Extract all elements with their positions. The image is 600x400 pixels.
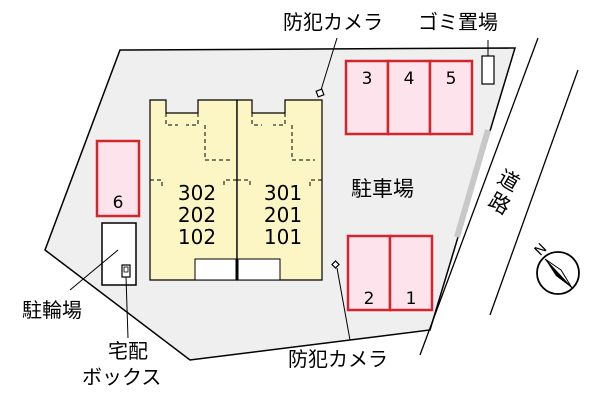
security-camera-bottom-icon — [331, 260, 340, 269]
camera-bottom-label: 防犯カメラ — [288, 347, 388, 371]
parking-number-5: 5 — [446, 69, 457, 89]
road-line-outer — [489, 69, 579, 316]
camera-bottom-leader-line — [336, 267, 351, 341]
road-line-inner — [419, 37, 539, 356]
unit-number-302: 302 — [178, 181, 216, 205]
bicycle-leader-line — [69, 249, 119, 291]
delivery-box-door — [123, 266, 129, 273]
camera-top-leader-line — [320, 37, 338, 91]
parking-number-6: 6 — [113, 193, 124, 213]
north-arrow-icon — [536, 251, 580, 295]
parking-group-bottom — [346, 234, 434, 312]
unit-number-101: 101 — [264, 225, 302, 249]
delivery-leader-line — [125, 276, 129, 339]
unit-number-202: 202 — [178, 203, 216, 227]
parking-number-1: 1 — [406, 289, 417, 309]
garbage-label: ゴミ置場 — [418, 10, 498, 34]
unit-number-301: 301 — [264, 181, 302, 205]
security-camera-top-icon — [315, 88, 325, 98]
parking-space-6 — [95, 139, 141, 218]
bicycle-parking-area — [101, 222, 137, 286]
parking-group-top — [344, 59, 474, 136]
unit-number-102: 102 — [178, 225, 216, 249]
delivery-box-label-2: ボックス — [82, 365, 161, 389]
bicycle-parking-label: 駐輪場 — [22, 298, 82, 322]
camera-top-label: 防犯カメラ — [283, 10, 383, 34]
apartment-building — [149, 99, 323, 281]
parking-lot-label: 駐車場 — [351, 177, 414, 201]
parking-number-3: 3 — [362, 69, 373, 89]
delivery-box-label-1: 宅配 — [108, 339, 148, 363]
garbage-station-icon — [481, 55, 495, 85]
unit-number-201: 201 — [264, 203, 302, 227]
parking-number-4: 4 — [404, 69, 415, 89]
road-edge-strip — [454, 129, 491, 238]
parking-number-2: 2 — [364, 289, 375, 309]
